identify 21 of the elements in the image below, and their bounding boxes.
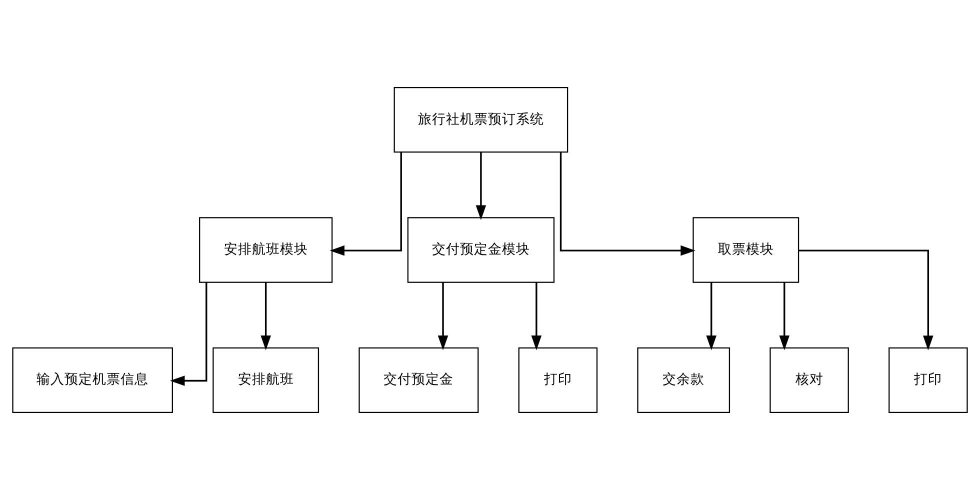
node-box: 交付预定金 [358,347,479,414]
arrow [798,250,934,350]
arrow [330,152,402,256]
node-box: 打印 [888,347,968,414]
arrow [779,282,790,350]
arrow [531,282,542,350]
arrow [560,152,696,256]
node-box: 交余款 [637,347,730,414]
node-box: 输入预定机票信息 [12,347,173,414]
node-box: 取票模块 [692,217,800,283]
arrow [476,152,486,220]
arrow [438,282,448,350]
arrow [706,282,716,350]
node-box: 交付预定金模块 [407,217,555,283]
node-box: 安排航班 [212,347,320,414]
arrow [260,282,271,350]
node-box: 安排航班模块 [199,217,333,283]
node-box: 旅行社机票预订系统 [394,86,568,153]
arrow [170,282,208,386]
node-box: 核对 [770,347,849,414]
node-box: 打印 [518,347,598,414]
